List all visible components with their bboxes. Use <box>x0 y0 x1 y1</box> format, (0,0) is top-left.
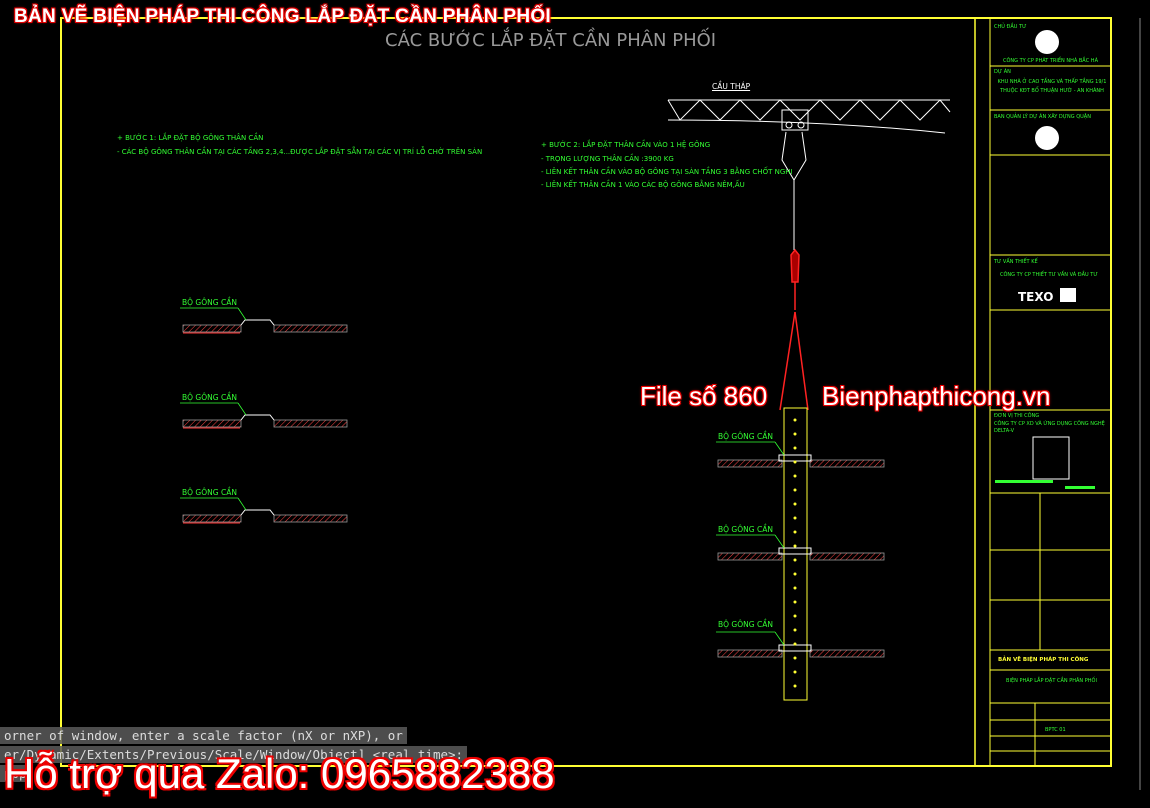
yoke-detail-left <box>179 307 348 524</box>
mast-hole <box>793 488 797 492</box>
file-number-label: File số 860 <box>640 381 768 411</box>
tb-project-label: DỰ ÁN <box>994 69 1011 75</box>
yoke-label-5: BỘ GÔNG CẦN <box>718 525 773 534</box>
mast-hole <box>793 544 797 548</box>
mast-hole <box>793 684 797 688</box>
mast-hole <box>793 418 797 422</box>
tb-drawing-name: BẢN VẼ BIỆN PHÁP THI CÔNG <box>998 657 1089 663</box>
mast-hole <box>793 572 797 576</box>
mast-hole <box>793 656 797 660</box>
drawing-subtitle: CÁC BƯỚC LẮP ĐẶT CẦN PHÂN PHỐI <box>385 30 717 51</box>
sheet-border <box>60 17 1112 767</box>
crane-hook <box>781 109 809 250</box>
command-line-2[interactable]: er/Dynamic/Extents/Previous/Scale/Window… <box>0 746 468 763</box>
step2-line3: - LIÊN KẾT THÂN CẦN 1 VÀO CÁC BỘ GÔNG BẰ… <box>541 181 745 189</box>
yoke-label-3: BỘ GÔNG CẦN <box>182 488 237 497</box>
command-line-1: orner of window, enter a scale factor (n… <box>0 727 407 744</box>
step1-line1: - CÁC BỘ GÔNG THÂN CẦN TẠI CÁC TẦNG 2,3,… <box>117 148 483 156</box>
mast-holes <box>793 418 797 688</box>
watermark-title: BẢN VẼ BIỆN PHÁP THI CÔNG LẮP ĐẶT CẦN PH… <box>14 6 551 27</box>
texo-logo-text: TEXO <box>1018 290 1054 304</box>
mast-hole <box>793 586 797 590</box>
step2-line1: - TRỌNG LƯỢNG THÂN CẦN :3900 KG <box>541 155 674 163</box>
tb-contractor-name: CÔNG TY CP XD VÀ ỨNG DỤNG CÔNG NGHỆ DELT… <box>994 421 1105 434</box>
mast-hole <box>793 516 797 520</box>
mast-hole <box>793 474 797 478</box>
step2-heading: + BƯỚC 2: LẮP ĐẶT THÂN CẦN VÀO 1 HỆ GÔNG <box>541 141 711 149</box>
mast-hole <box>793 558 797 562</box>
rigging-red <box>779 248 809 411</box>
consultant-logo <box>1035 126 1059 150</box>
command-line-3[interactable]: ppp <box>0 765 31 782</box>
tower-crane-jib <box>667 99 951 134</box>
yoke-label-4: BỘ GÔNG CẦN <box>718 432 773 441</box>
mast-hole <box>793 642 797 646</box>
tb-design-label: TƯ VẤN THIẾT KẾ <box>994 259 1038 265</box>
tb-design-name: CÔNG TY CP THIẾT TƯ VẤN VÀ ĐẦU TƯ <box>1000 272 1098 278</box>
site-url-label[interactable]: Bienphapthicong.vn <box>822 381 1051 411</box>
tb-sheet-code: BPTC 01 <box>1045 727 1066 733</box>
mast-hole <box>793 614 797 618</box>
mast-hole <box>793 628 797 632</box>
mast-hole <box>793 502 797 506</box>
title-block-grid <box>989 18 1111 766</box>
owner-logo <box>1035 30 1059 54</box>
tb-owner-name: CÔNG TY CP PHÁT TRIỂN NHÀ BẮC HÀ <box>1003 58 1098 64</box>
tb-consultant-label: BAN QUẢN LÝ DỰ ÁN XÂY DỰNG QUẬN <box>994 114 1091 120</box>
mast-hole <box>793 446 797 450</box>
tb-sheet-title: BIỆN PHÁP LẮP ĐẶT CẦN PHÂN PHỐI <box>1006 678 1097 684</box>
step2-line2: - LIÊN KẾT THÂN CẦN VÀO BỘ GÔNG TẠI SÀN … <box>541 168 793 176</box>
yoke-label-2: BỘ GÔNG CẦN <box>182 393 237 402</box>
tb-owner-label: CHỦ ĐẦU TƯ <box>994 24 1027 30</box>
yoke-label-1: BỘ GÔNG CẦN <box>182 298 237 307</box>
mast-hole <box>793 432 797 436</box>
yoke-label-6: BỘ GÔNG CẦN <box>718 620 773 629</box>
mast-hole <box>793 670 797 674</box>
step1-heading: + BƯỚC 1: LẮP ĐẶT BỘ GÔNG THÂN CẦN <box>117 134 264 142</box>
tb-project-name: KHU NHÀ Ở CAO TẦNG VÀ THẤP TẦNG 19/1 THU… <box>997 79 1107 94</box>
mast-hole <box>793 530 797 534</box>
mast-hole <box>793 460 797 464</box>
zalo-support-label[interactable]: Hỗ trợ qua Zalo: 0965882388 <box>4 750 555 797</box>
crane-label: CẦU THÁP <box>712 82 751 91</box>
mast-hole <box>793 600 797 604</box>
tb-contractor-label: ĐƠN VỊ THI CÔNG <box>994 413 1040 419</box>
